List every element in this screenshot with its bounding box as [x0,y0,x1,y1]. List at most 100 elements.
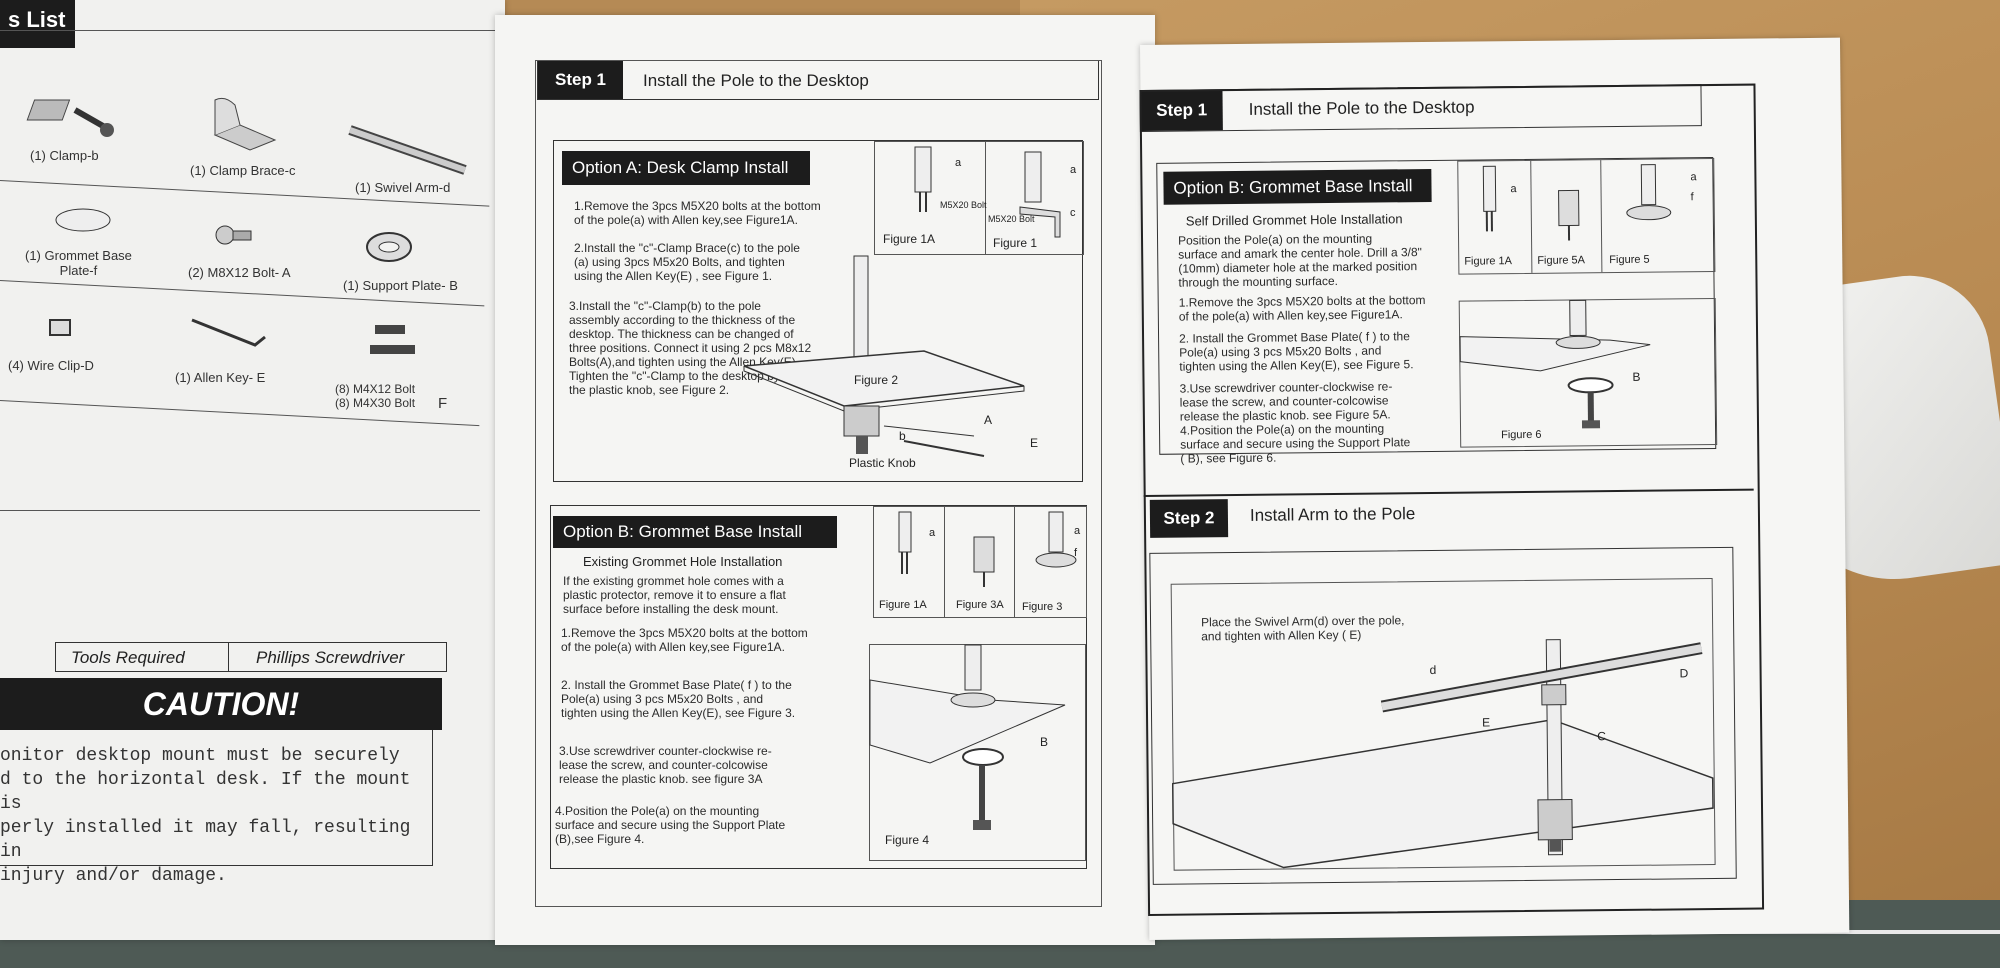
grommet-plate-icon [55,208,111,232]
tools-required-label: Tools Required [71,648,185,667]
option-b-intro: If the existing grommet hole comes with … [563,574,786,616]
grommet-pole-icon [1035,511,1077,568]
letter-A: A [984,413,993,427]
self-drill-intro: Position the Pole(a) on the mounting sur… [1177,231,1422,290]
step-frame [535,60,1102,907]
option-b-step-3: 3.Use screwdriver counter-clockwise re- … [559,744,772,786]
bolts-icon [370,325,415,354]
figure-1a-label: Figure 1A [879,599,927,611]
pole-figure-icon [1482,165,1497,232]
letter-f: f [1690,191,1694,204]
caution-banner: CAUTION! [0,678,442,730]
allen-key-icon [191,318,266,347]
bolt-icon [215,225,252,245]
grommet-screw-icon [1558,189,1580,241]
letter-E: E [1482,715,1491,730]
swivel-arm-icon [348,125,467,175]
option-b-self-drilled-panel: Option B: Grommet Base Install Self Dril… [1156,157,1718,466]
step-2-panel: Place the Swivel Arm(d) over the pole, a… [1149,546,1737,885]
bolt-label: M5X20 Bolt [988,214,1035,224]
part-label: (1) Swivel Arm-d [355,180,451,195]
option-b-step-1: 1.Remove the 3pcs M5X20 bolts at the bot… [561,626,808,654]
figure-4-box: B Figure 4 [869,644,1086,861]
figure-5a-label: Figure 5A [1537,254,1586,267]
letter-D: D [1679,666,1689,681]
letter-a: a [1074,525,1081,537]
part-label: (4) Wire Clip-D [8,358,94,373]
figure-3-box: a a f Figure 1A Figure 3A Figure 3 [873,506,1087,618]
option-b-step-4: 4.Position the Pole(a) on the mounting s… [555,804,786,846]
letter-c: c [1070,207,1076,219]
option-a-panel: Option A: Desk Clamp Install 1.Remove th… [553,140,1084,482]
option-b-panel: Option B: Grommet Base Install Existing … [550,505,1087,869]
letter-d: d [1429,662,1437,678]
letter-a: a [1070,164,1077,176]
divider [0,30,495,31]
option-b-title: Option B: Grommet Base Install [1163,168,1432,205]
figure-1a-label: Figure 1A [883,232,936,246]
right-instruction-sheet: Step 1 Install the Pole to the Desktop O… [1139,37,1850,940]
part-label: (1) Grommet Base Plate-f [25,248,132,278]
self-drill-step-3: 3.Use screwdriver counter-clockwise re- … [1179,379,1393,424]
figure-4-label: Figure 4 [885,833,930,847]
pole-figure-icon [914,146,932,212]
step-badge: Step 1 [538,61,623,99]
part-label: (2) M8X12 Bolt- A [188,265,291,280]
caution-box: onitor desktop mount must be securely d … [0,730,433,886]
figure-5-label: Figure 5 [1609,253,1650,267]
step-title: Install the Pole to the Desktop [643,71,869,90]
figure-1-label: Figure 1 [993,236,1038,250]
tools-required-box: Tools Required Phillips Screwdriver [55,642,447,672]
plastic-knob-label: Plastic Knob [849,456,916,470]
option-a-step-2: 2.Install the "c"-Clamp Brace(c) to the … [574,241,800,283]
self-drill-step-1: 1.Remove the 3pcs M5X20 bolts at the bot… [1178,293,1426,324]
part-label: (8) M4X12 Bolt (8) M4X30 Bolt [335,382,416,410]
part-label: (1) Clamp Brace-c [190,163,296,178]
letter-a: a [929,527,936,539]
tools-required-value: Phillips Screwdriver [256,648,405,667]
letter-a: a [955,157,962,169]
letter-B: B [1040,735,1049,749]
figure-6-label: Figure 6 [1501,428,1542,442]
step-2-title: Install Arm to the Pole [1249,504,1416,525]
figure-6-box: B Figure 6 [1458,297,1718,448]
middle-instruction-sheet: Step 1 Install the Pole to the Desktop O… [495,15,1155,945]
step-2-arm-drawing [1171,639,1714,869]
clamp-icon [26,99,114,137]
pole-clamp-figure-icon [1019,151,1061,238]
part-label: F [438,395,448,412]
option-b-subtitle: Existing Grommet Hole Installation [583,554,783,569]
figure-3a-label: Figure 3A [956,599,1004,611]
self-drill-step-4: 4.Position the Pole(a) on the mounting s… [1179,421,1411,466]
figure-1a-label: Figure 1A [1464,255,1513,268]
parts-list-header: s List [0,0,75,48]
letter-E: E [1030,436,1039,450]
self-drill-step-2: 2. Install the Grommet Base Plate( f ) t… [1179,329,1414,374]
letter-f: f [1074,547,1078,559]
option-b-title: Option B: Grommet Base Install [553,516,837,548]
figure-4-drawing [869,644,1066,830]
pole-figure-icon [898,511,912,574]
step-2-badge: Step 2 [1149,499,1229,538]
option-b-step-2: 2. Install the Grommet Base Plate( f ) t… [561,678,796,720]
letter-C: C [1597,729,1607,744]
parts-list-sheet: s List (1) Clamp-b (1) Clamp Brace-c (1 [0,0,505,940]
part-label: (1) Support Plate- B [343,278,458,293]
figure-2-drawing [743,255,1025,457]
clamp-brace-icon [213,97,277,151]
figure-5-box: a a f Figure 1A Figure 5A Figure 5 [1457,157,1716,275]
figure-6-drawing [1459,299,1651,429]
option-a-title: Option A: Desk Clamp Install [562,151,810,185]
grommet-pole-icon [1626,164,1672,221]
option-b-subtitle: Self Drilled Grommet Hole Installation [1185,211,1403,229]
caution-text: onitor desktop mount must be securely d … [0,746,411,886]
option-a-step-1: 1.Remove the 3pcs M5X20 bolts at the bot… [574,199,821,227]
grommet-screw-icon [973,536,995,587]
wire-clip-icon [49,319,71,336]
part-label: (1) Clamp-b [30,148,99,163]
letter-a: a [1690,171,1697,184]
part-label: (1) Allen Key- E [175,370,266,385]
figure-3-label: Figure 3 [1022,601,1063,613]
step-header: Step 1 Install the Pole to the Desktop [537,60,1099,100]
figure-1-box: M5X20 Bolt M5X20 Bolt a a c Figure 1A Fi… [874,141,1084,255]
